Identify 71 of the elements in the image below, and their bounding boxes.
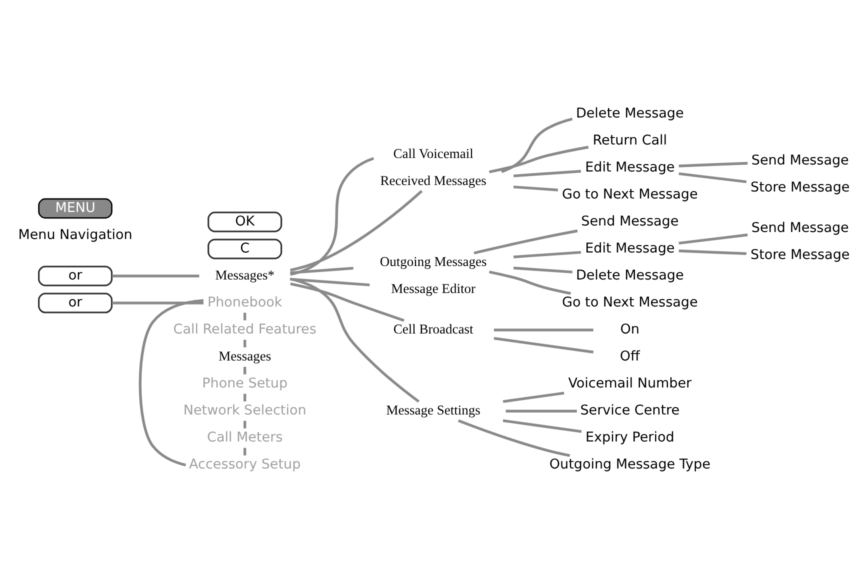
connector [513,250,582,258]
connector [678,249,746,254]
connector [244,393,246,401]
connector [678,161,748,167]
label: MENU [55,199,96,216]
node-text: Outgoing Messages [380,253,487,268]
connector [244,447,246,455]
node-box: C [208,238,282,259]
node-text: Outgoing Message Type [549,456,710,472]
connector [290,189,423,272]
node-text: Messages [218,348,272,363]
connector [244,312,246,320]
node-text: Message Settings [386,402,480,417]
connector [474,229,578,254]
node-text: Voicemail Number [568,374,692,391]
connector [513,266,572,273]
node-text: Messages* [215,266,274,282]
node-text: Call Related Features [173,320,316,337]
connector [506,409,577,412]
connector [488,145,589,173]
connector [678,233,748,244]
node-text: Store Message [750,246,850,263]
connector [290,156,374,276]
node-text: Phonebook [207,294,282,310]
connector [244,366,246,374]
connector [513,169,582,177]
node-text: Network Selection [183,402,306,418]
node-text: Phone Setup [202,374,288,391]
node-text: Accessory Setup [189,456,301,472]
node-box: or [38,292,113,313]
node-text: Return Call [592,132,668,148]
connector [502,418,582,432]
connector [112,274,200,277]
node-text: Edit Message [585,158,675,175]
node-box: OK [208,211,282,232]
node-text: Go to Next Message [562,186,698,202]
node-text: Expiry Period [586,428,674,445]
node-text: Send Message [751,220,849,236]
connector [502,391,564,402]
connector [244,420,246,428]
label: Menu Navigation [18,226,132,242]
node-text: Edit Message [585,240,675,256]
node-text: Call Meters [207,428,283,445]
node-text: On [620,320,640,337]
node-text: Message Editor [391,280,476,296]
connector [290,282,404,322]
node-text: Send Message [581,212,679,229]
connector [513,185,558,191]
connector [678,172,747,183]
node-text: Delete Message [576,266,684,283]
node-text: Service Centre [580,402,680,418]
connector [138,298,204,466]
node-text: Received Messages [380,172,486,188]
connector [494,336,594,353]
connector [244,339,246,347]
connector [494,328,594,331]
node-text: Send Message [751,152,849,168]
connector [290,266,354,274]
connector [290,277,370,286]
node-text: Call Voicemail [393,145,474,160]
connector [458,418,570,456]
node-text: Go to Next Message [562,294,698,310]
connector [501,117,573,173]
node-text: Store Message [750,179,850,196]
node-text: Cell Broadcast [393,320,474,336]
connector [488,270,571,294]
node-box: or [38,265,113,286]
connector [290,277,420,402]
connector [112,301,204,304]
node-text: Off [620,348,640,364]
node-text: Delete Message [576,104,684,121]
